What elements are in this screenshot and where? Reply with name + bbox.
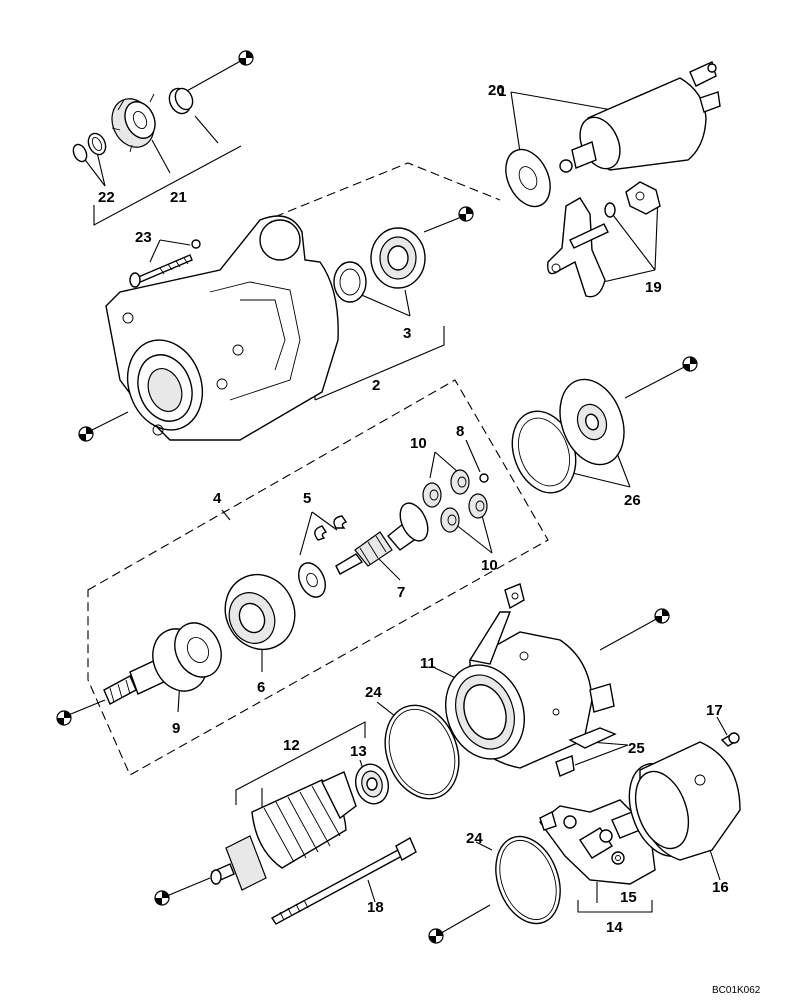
end-cover-part (511, 378, 625, 494)
armature-bearing-part (355, 763, 389, 805)
o-ring-part (384, 704, 561, 925)
target-icon (654, 608, 670, 624)
through-bolt-part (129, 239, 201, 288)
pinion-gear-part (111, 93, 156, 153)
callout-label: 24 (466, 830, 483, 847)
callout-label: 17 (706, 702, 723, 719)
callout-label: 15 (620, 889, 637, 906)
collar-part (168, 87, 194, 115)
callout-label: 24 (365, 684, 382, 701)
bearing-part (333, 227, 426, 303)
planet-shaft-part (335, 502, 429, 575)
callout-label: 19 (645, 279, 662, 296)
callout-label: 26 (624, 492, 641, 509)
target-icon (428, 928, 444, 944)
callout-label: 20 (488, 82, 505, 99)
axis-target-symbols (56, 50, 698, 944)
callout-label: 1 (498, 83, 506, 100)
shift-lever-part (547, 181, 661, 298)
callout-label: 18 (367, 899, 384, 916)
callout-label: 25 (628, 740, 645, 757)
callout-label: 22 (98, 189, 115, 206)
target-icon (56, 710, 72, 726)
retaining-clip-part (298, 515, 348, 598)
target-icon (682, 356, 698, 372)
solenoid-part (505, 61, 721, 208)
armature-part (210, 771, 357, 891)
callout-label: 3 (403, 325, 411, 342)
brush-bracket-part (555, 727, 617, 777)
callout-label: 8 (456, 423, 464, 440)
callout-label: 7 (397, 584, 405, 601)
target-icon (154, 890, 170, 906)
steel-ball-part (479, 473, 489, 483)
callout-label: 11 (420, 655, 436, 672)
callout-label: 9 (172, 720, 180, 737)
target-icon (238, 50, 254, 66)
drive-shaft-part (103, 622, 222, 705)
callout-label: 4 (213, 490, 222, 507)
callout-labels: 1 2 3 4 5 6 7 8 9 10 10 11 12 13 14 15 1… (98, 82, 729, 936)
end-cap-part (628, 741, 741, 861)
long-bolt-part (270, 837, 417, 925)
callout-label: 23 (135, 229, 152, 246)
screw-part (720, 732, 740, 747)
callout-label: 16 (712, 879, 729, 896)
callout-label: 14 (606, 919, 623, 936)
field-frame-part (444, 583, 615, 769)
planet-gear-part (422, 469, 488, 533)
target-icon (78, 426, 94, 442)
callout-label: 10 (410, 435, 427, 452)
snap-ring-part (72, 132, 107, 163)
callout-label: 21 (170, 189, 187, 206)
target-icon (458, 206, 474, 222)
callout-label: 13 (350, 743, 367, 760)
ring-gear-housing-part (224, 573, 296, 651)
callout-label: 6 (257, 679, 265, 696)
callout-label: 10 (481, 557, 498, 574)
callout-label: 2 (372, 377, 380, 394)
drawing-code: BC01K062 (712, 985, 761, 996)
callout-label: 5 (303, 490, 311, 507)
leader-lines (65, 57, 728, 937)
callout-label: 12 (283, 737, 300, 754)
starter-housing-part (105, 215, 339, 441)
